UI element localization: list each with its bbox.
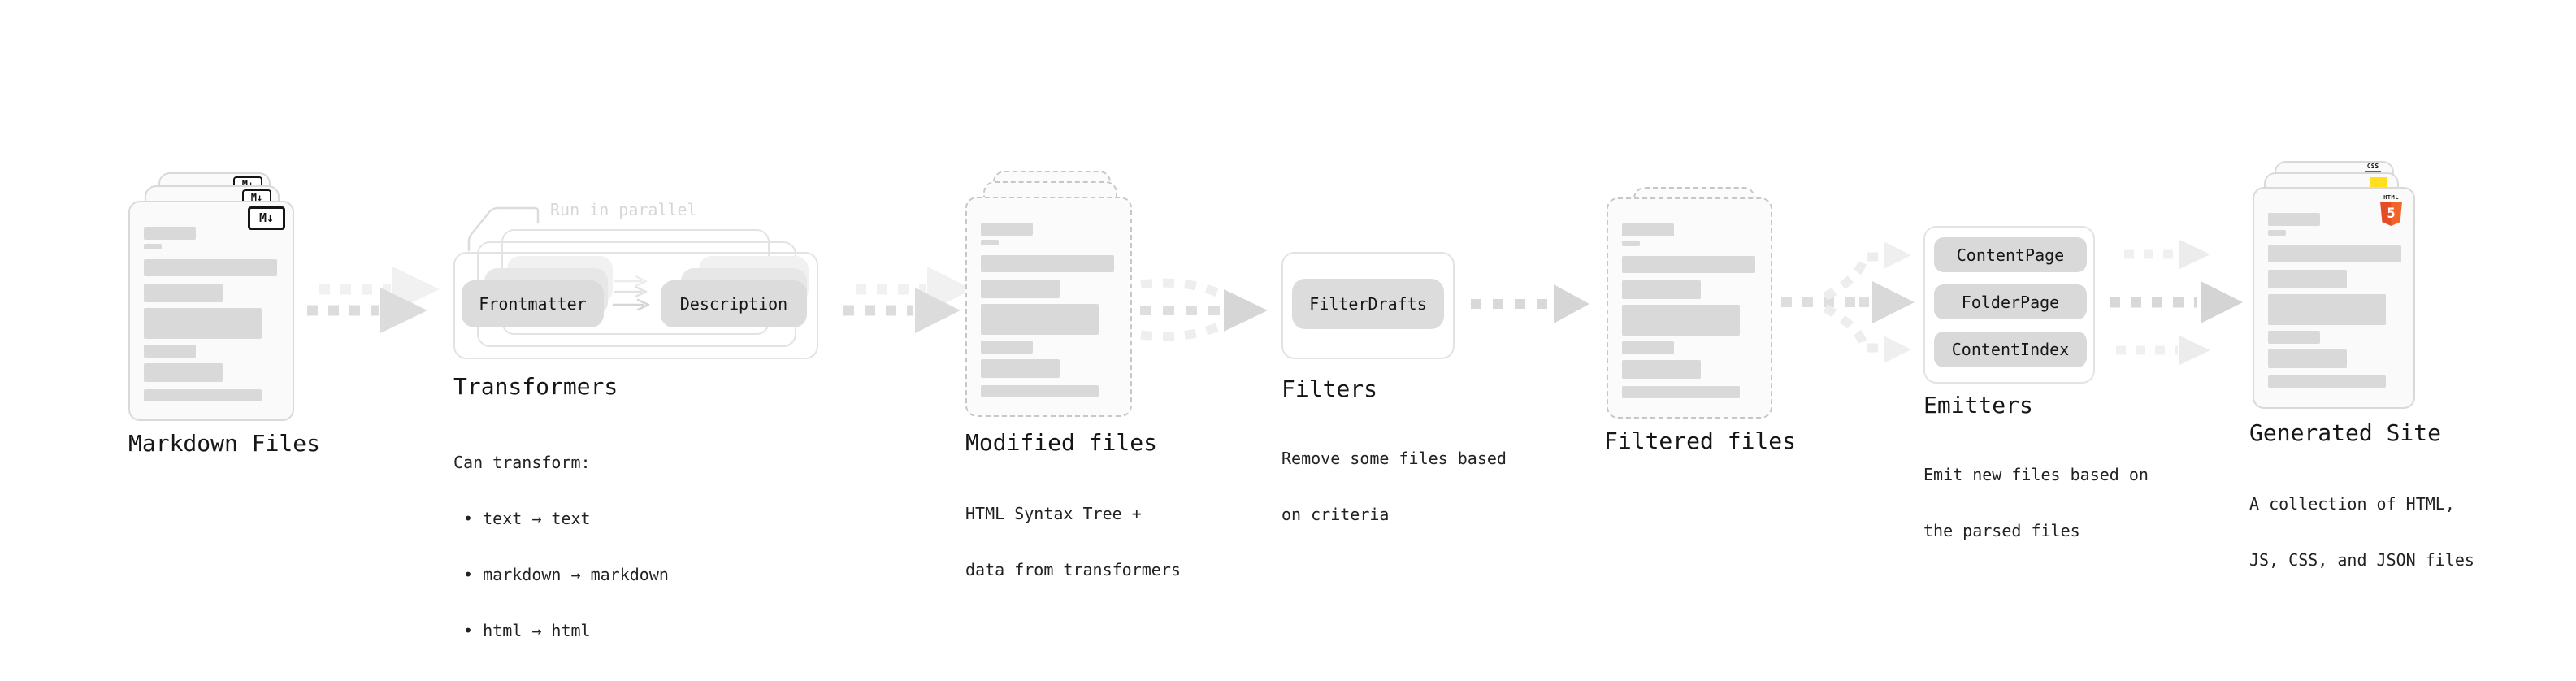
text-bar <box>1622 241 1640 246</box>
text-bar <box>2268 245 2401 262</box>
filters-label: Filters <box>1281 375 1378 402</box>
markdown-file-card: M↓ <box>128 201 294 421</box>
text-bar <box>981 223 1033 236</box>
modified-file-card <box>965 197 1132 417</box>
arrow-filters-to-filtered <box>1471 284 1589 323</box>
emitters-description: Emit new files based on the parsed files <box>1923 465 2149 540</box>
transformers-frame <box>453 252 818 359</box>
filters-frame <box>1281 252 1455 359</box>
filters-description: Remove some files based on criteria <box>1281 449 1507 524</box>
arrow-transformers-to-modified <box>843 267 973 333</box>
generated-site-description: A collection of HTML, JS, CSS, and JSON … <box>2249 494 2474 570</box>
filtered-files-label: Filtered files <box>1604 427 1797 454</box>
text-bar <box>144 308 262 339</box>
text-bar <box>981 240 999 245</box>
arrow-markdown-to-transformers <box>307 267 440 333</box>
arrow-emitters-to-generated <box>2110 240 2243 365</box>
text-bar <box>144 259 277 276</box>
text-bar <box>1622 280 1701 299</box>
text-bar <box>144 363 223 382</box>
text-bar <box>981 340 1033 354</box>
text-bar <box>144 244 162 249</box>
text-bar <box>981 359 1060 378</box>
markdown-icon: M↓ <box>248 206 285 230</box>
emitter-pill-contentpage: ContentPage <box>1934 237 2087 272</box>
filtered-file-card <box>1607 197 1772 419</box>
generated-site-label: Generated Site <box>2249 419 2442 446</box>
text-bar <box>2268 230 2286 236</box>
parallel-run-arrows <box>612 275 650 311</box>
emitters-frame <box>1923 226 2095 384</box>
transformers-description: Can transform: • text → text • markdown … <box>453 453 669 640</box>
text-bar <box>2268 349 2347 368</box>
text-bar <box>1622 360 1701 379</box>
text-bar <box>2268 270 2347 288</box>
text-bar <box>1622 305 1740 336</box>
text-bar <box>1622 386 1740 398</box>
arrow-filtered-to-emitters <box>1781 241 1915 363</box>
text-bar <box>1622 223 1674 236</box>
javascript-icon <box>2370 177 2387 188</box>
transformers-label: Transformers <box>453 373 618 400</box>
generated-file-card: HTML 5 <box>2253 187 2415 409</box>
emitter-pill-contentindex: ContentIndex <box>1934 332 2087 367</box>
modified-files-label: Modified files <box>965 429 1158 456</box>
text-bar <box>981 304 1099 335</box>
arrow-modified-to-filters <box>1140 278 1268 341</box>
transformer-pill-description: Description <box>661 280 807 327</box>
text-bar <box>2268 375 2386 388</box>
emitters-label: Emitters <box>1923 392 2033 419</box>
text-bar <box>2268 213 2320 226</box>
text-bar <box>144 345 196 358</box>
markdown-files-label: Markdown Files <box>128 430 321 457</box>
transformer-pill-frontmatter: Frontmatter <box>462 280 604 327</box>
text-bar <box>1622 341 1674 354</box>
text-bar <box>981 385 1099 397</box>
text-bar <box>2268 294 2386 325</box>
modified-files-description: HTML Syntax Tree + data from transformer… <box>965 504 1181 579</box>
text-bar <box>144 284 223 302</box>
run-in-parallel-label: Run in parallel <box>550 200 697 219</box>
text-bar <box>144 227 196 240</box>
text-bar <box>144 389 262 401</box>
text-bar <box>1622 256 1755 273</box>
text-bar <box>981 255 1114 272</box>
html5-icon: HTML 5 <box>2380 194 2402 226</box>
emitter-pill-folderpage: FolderPage <box>1934 284 2087 319</box>
text-bar <box>2268 331 2320 344</box>
text-bar <box>981 280 1060 298</box>
callout-leader-line <box>467 206 540 252</box>
filter-pill-filterdrafts: FilterDrafts <box>1292 279 1444 329</box>
